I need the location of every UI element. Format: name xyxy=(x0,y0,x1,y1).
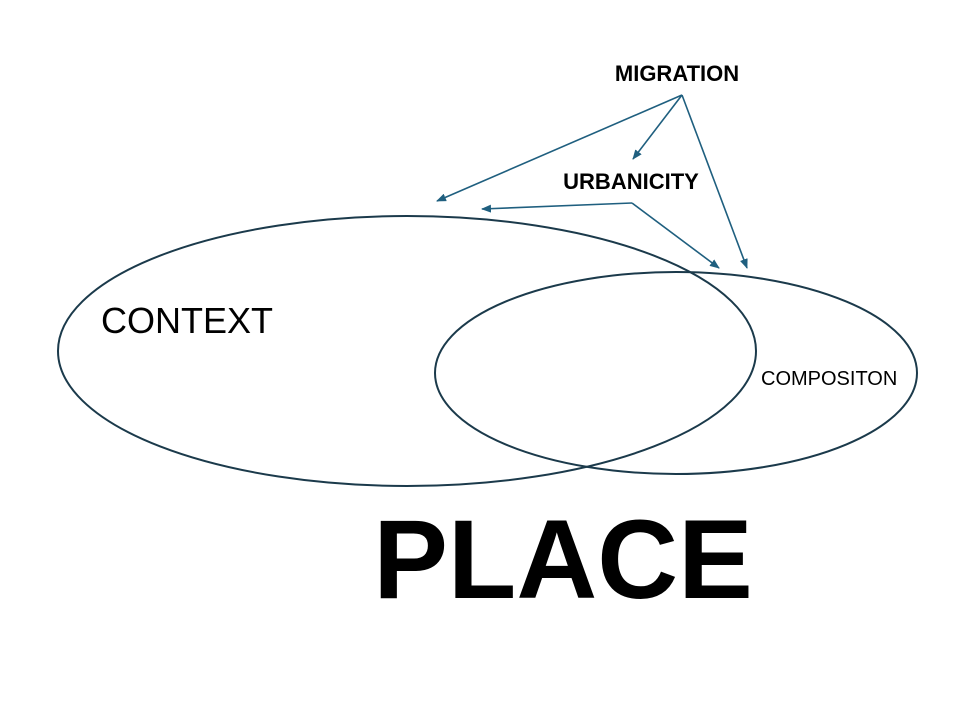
place-title: PLACE xyxy=(373,497,753,622)
context-ellipse xyxy=(57,215,757,487)
arrow-migration-to-context xyxy=(436,94,683,202)
arrow-urbanicity-to-context xyxy=(481,202,633,213)
context-label: CONTEXT xyxy=(101,300,273,341)
composition-label: COMPOSITON xyxy=(761,368,897,390)
composition-ellipse xyxy=(434,271,918,475)
urbanicity-label: URBANICITY xyxy=(563,169,699,194)
arrow-migration-to-composition xyxy=(681,94,748,269)
arrow-migration-to-urbanicity xyxy=(632,94,683,160)
migration-label: MIGRATION xyxy=(615,61,739,86)
arrow-urbanicity-to-composition xyxy=(631,202,720,269)
